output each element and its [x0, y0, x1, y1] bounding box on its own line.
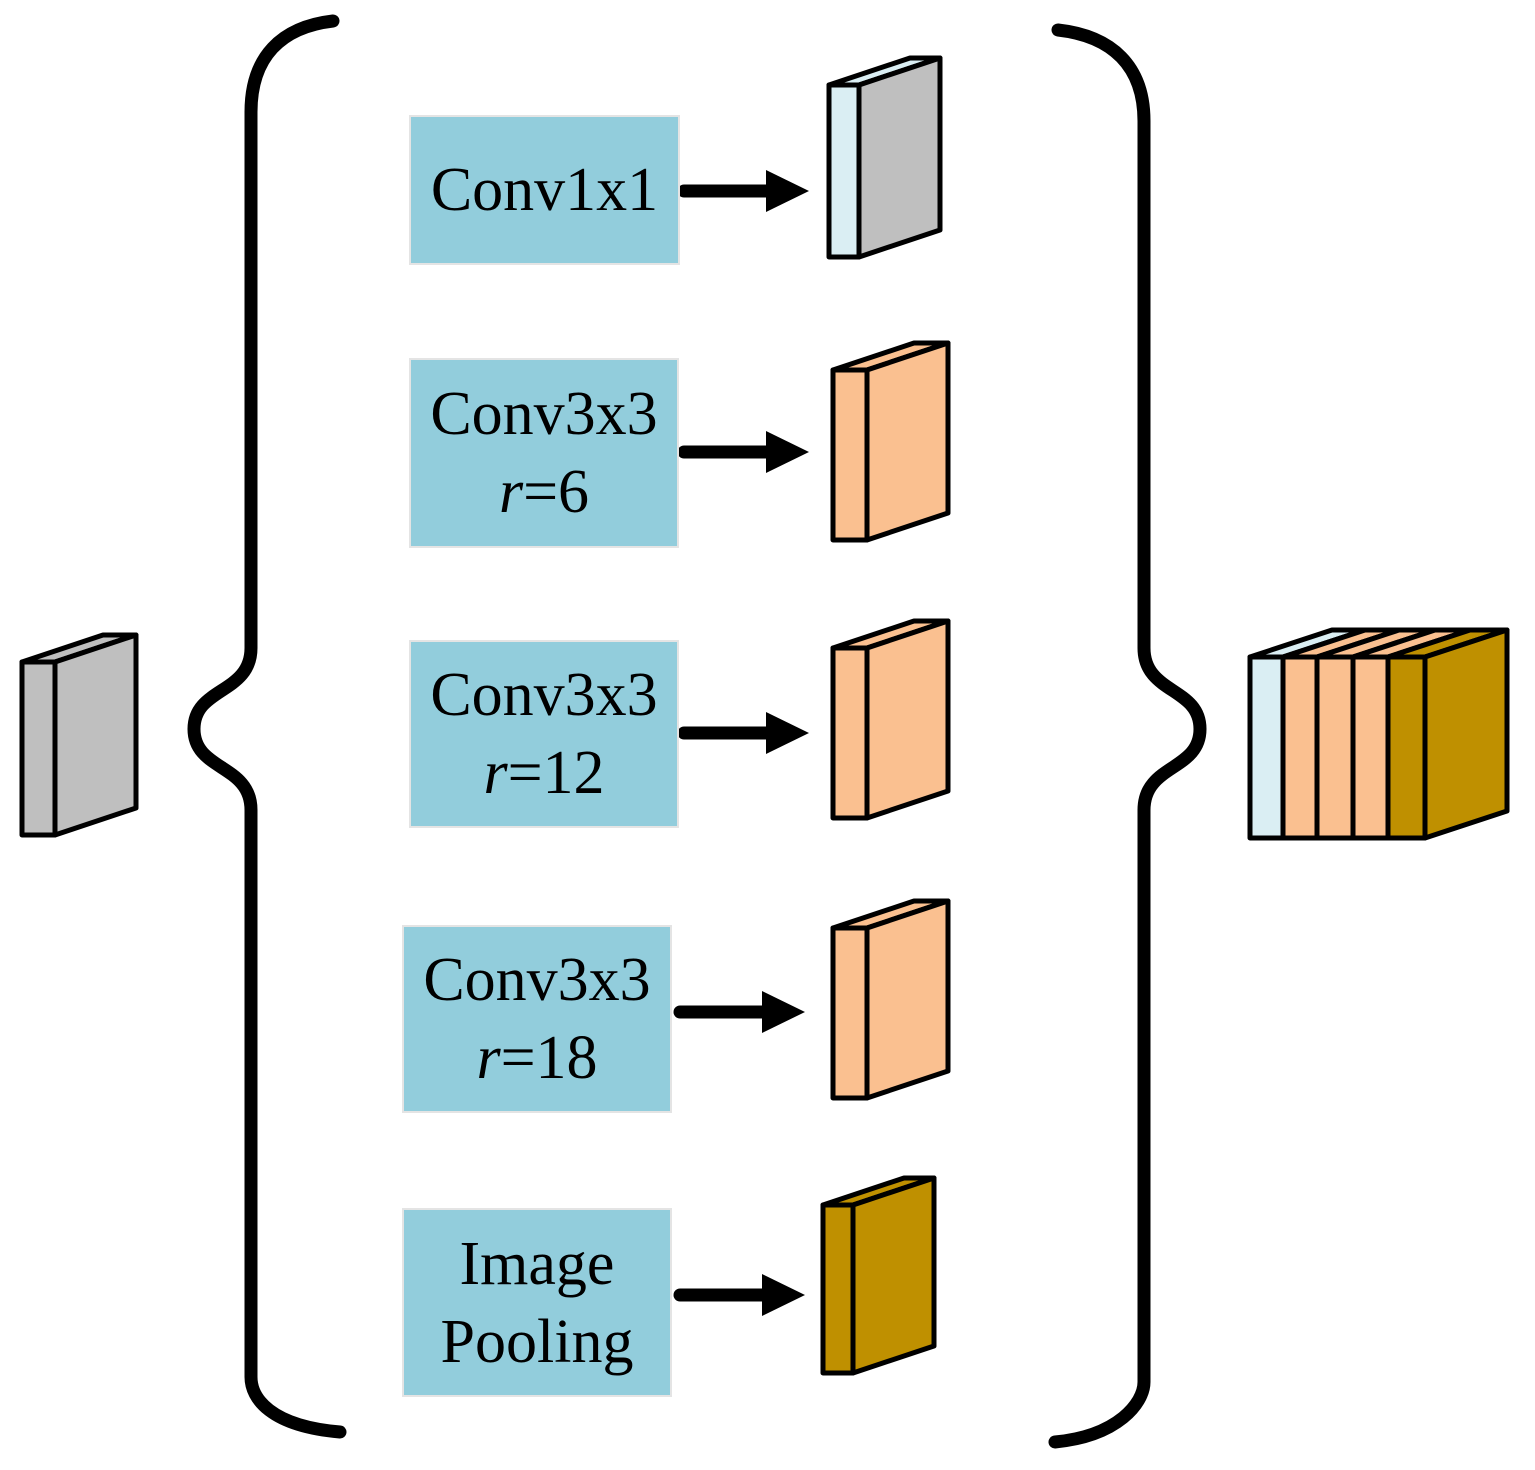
arrow-head [762, 991, 805, 1033]
arrow-conv3x3-r6 [677, 431, 809, 473]
stack-front-strip-gold [1385, 654, 1428, 841]
conv3x3-r18-output-slab [830, 898, 951, 1101]
image-pooling-output-slab [820, 1175, 937, 1376]
rate-value: =6 [523, 458, 590, 526]
r18-slab-front-face [830, 925, 870, 1101]
conv3x3-r18-box: Conv3x3 r=18 [402, 925, 672, 1113]
rate-variable: r [498, 458, 524, 526]
conv3x3-r12-box: Conv3x3 r=12 [409, 640, 679, 828]
stack-front-strip-orange-2 [1314, 654, 1356, 841]
rate-value: =12 [507, 739, 605, 807]
left-curly-brace-icon [187, 14, 347, 1439]
input-slab-side-face [52, 632, 139, 838]
rate-variable: r [476, 1024, 501, 1092]
arrow-head [766, 170, 809, 212]
arrow-conv1x1 [677, 170, 809, 212]
conv1x1-output-slab [826, 55, 943, 260]
conv1x1-slab-side-face [856, 55, 943, 260]
conv1x1-slab-front-face [826, 82, 862, 260]
conv3x3-r18-label: Conv3x3 [423, 946, 651, 1014]
conv1x1-box: Conv1x1 [409, 115, 680, 265]
arrow-conv3x3-r12 [677, 712, 809, 754]
conv3x3-r12-label: Conv3x3 [430, 661, 658, 729]
rate-variable: r [483, 739, 508, 807]
image-pooling-label-line1: Image [459, 1229, 615, 1298]
image-pooling-box: Image Pooling [402, 1208, 672, 1397]
stack-front-strip-lightblue [1247, 654, 1286, 841]
conv3x3-r6-rate: r=6 [499, 453, 589, 531]
right-curly-brace-icon [1048, 23, 1207, 1449]
r6-slab-side-face [864, 340, 951, 543]
stack-front-strip-orange-1 [1280, 654, 1320, 841]
conv1x1-label: Conv1x1 [430, 156, 659, 224]
input-feature-map-slab [19, 632, 139, 838]
input-slab-front-face [19, 659, 58, 838]
arrow-image-pooling [673, 1274, 805, 1316]
arrow-head [762, 1274, 805, 1316]
r12-slab-side-face [864, 618, 951, 821]
r18-slab-side-face [864, 898, 951, 1101]
rate-value: =18 [500, 1024, 598, 1092]
r12-slab-front-face [830, 645, 870, 821]
concatenated-output-stack [1247, 627, 1510, 841]
conv3x3-r12-rate: r=12 [483, 734, 604, 812]
stack-front-strip-orange-3 [1350, 654, 1391, 841]
arrow-head [766, 431, 809, 473]
pool-slab-side-face [850, 1175, 937, 1376]
conv3x3-r18-rate: r=18 [476, 1019, 597, 1097]
stack-side-face-gold [1422, 627, 1510, 841]
conv3x3-r6-output-slab [830, 340, 951, 543]
conv3x3-r6-label: Conv3x3 [430, 380, 658, 448]
conv3x3-r6-box: Conv3x3 r=6 [409, 358, 679, 548]
conv3x3-r12-output-slab [830, 618, 951, 821]
arrow-head [766, 712, 809, 754]
image-pooling-label-line2: Pooling [440, 1307, 634, 1376]
pool-slab-front-face [820, 1202, 856, 1376]
r6-slab-front-face [830, 367, 870, 543]
arrow-conv3x3-r18 [673, 991, 805, 1033]
